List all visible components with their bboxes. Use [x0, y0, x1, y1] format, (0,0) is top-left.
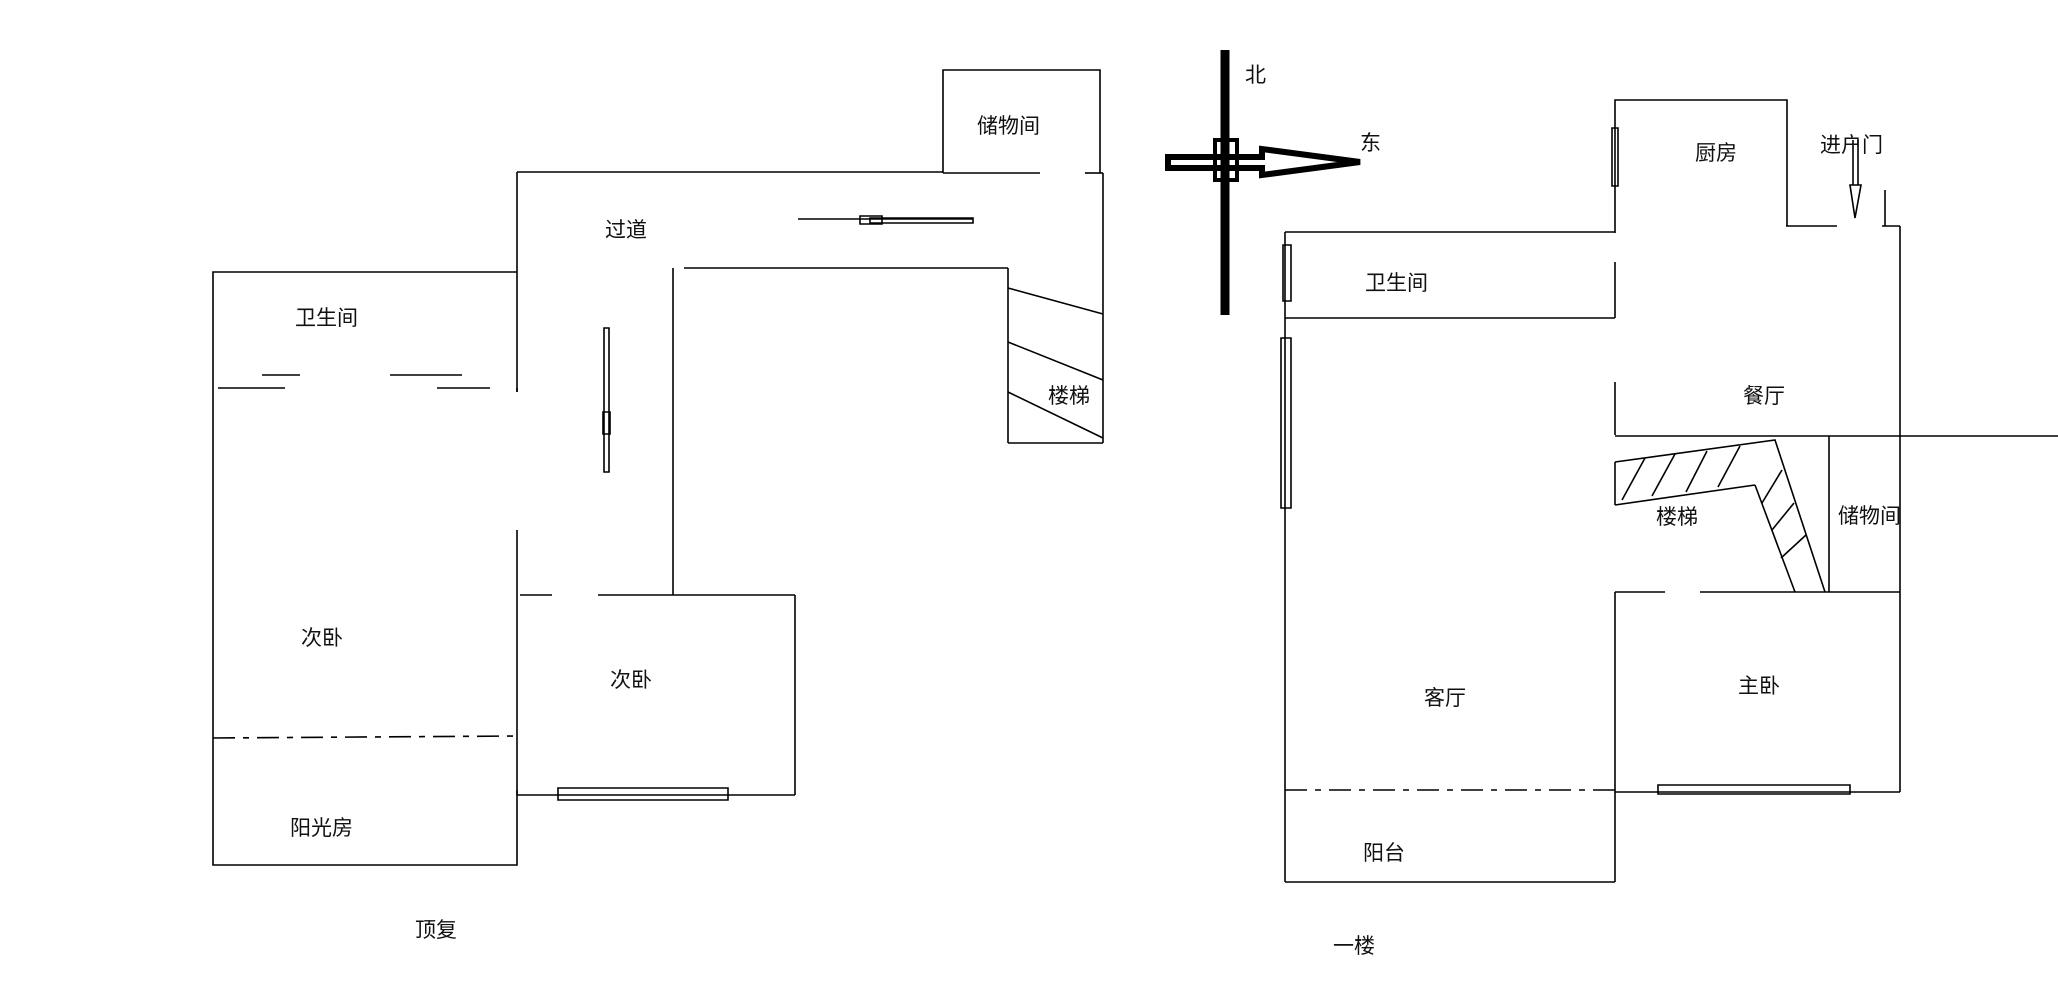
top-stairs-label: 楼梯 — [1048, 384, 1090, 408]
top-storage-label: 储物间 — [977, 114, 1040, 138]
compass-north-label: 北 — [1245, 63, 1266, 87]
ground-master-bedroom-label: 主卧 — [1738, 674, 1780, 698]
ground-kitchen-label: 厨房 — [1695, 141, 1737, 165]
top-corridor-window-vertical — [603, 328, 610, 472]
top-bathroom-label: 卫生间 — [295, 306, 358, 330]
top-bedroom-right-label: 次卧 — [610, 668, 652, 692]
top-bedroom-left-label: 次卧 — [301, 626, 343, 650]
top-corridor-walls — [517, 172, 1103, 595]
ground-storage-label: 储物间 — [1838, 504, 1901, 528]
ground-master-bedroom-walls — [1615, 592, 1900, 794]
top-left-block-walls — [213, 272, 517, 865]
top-floor-plan — [213, 70, 1103, 865]
ground-bathroom-walls — [1283, 245, 1615, 318]
ground-bathroom-label: 卫生间 — [1365, 271, 1428, 295]
top-stairs-walls — [1008, 268, 1103, 443]
top-right-bedroom-walls — [517, 595, 795, 795]
top-corridor-label: 过道 — [605, 218, 647, 242]
compass-rose — [1168, 50, 1360, 315]
ground-stairs-walls — [1615, 440, 1825, 592]
ground-balcony-label: 阳台 — [1363, 841, 1405, 865]
ground-dining-label: 餐厅 — [1743, 384, 1785, 408]
labels: 北 东 储物间 过道 卫生间 楼梯 次卧 次卧 阳光房 顶复 厨房 进户门 卫生… — [290, 63, 1901, 958]
ground-floor-plan — [1281, 100, 2058, 882]
ground-outer-walls — [1285, 226, 1900, 882]
ground-floor-caption: 一楼 — [1333, 934, 1375, 958]
compass-east-label: 东 — [1360, 131, 1381, 155]
top-corridor-window — [798, 216, 973, 224]
compass-center-box — [1215, 140, 1237, 180]
top-floor-caption: 顶复 — [415, 918, 457, 942]
top-bedroom-window — [558, 788, 728, 800]
ground-entrance-door — [1786, 140, 1900, 226]
ground-stairs-label: 楼梯 — [1656, 505, 1698, 529]
ground-dining-walls — [1615, 382, 2058, 592]
compass-east-arrow — [1168, 149, 1360, 175]
ground-living-label: 客厅 — [1424, 686, 1466, 710]
top-sunroom-label: 阳光房 — [290, 816, 353, 840]
ground-entrance-label: 进户门 — [1820, 133, 1883, 157]
ground-living-window — [1281, 338, 1291, 508]
top-storage-room-walls — [943, 70, 1100, 173]
ground-kitchen-walls — [1612, 100, 1787, 233]
